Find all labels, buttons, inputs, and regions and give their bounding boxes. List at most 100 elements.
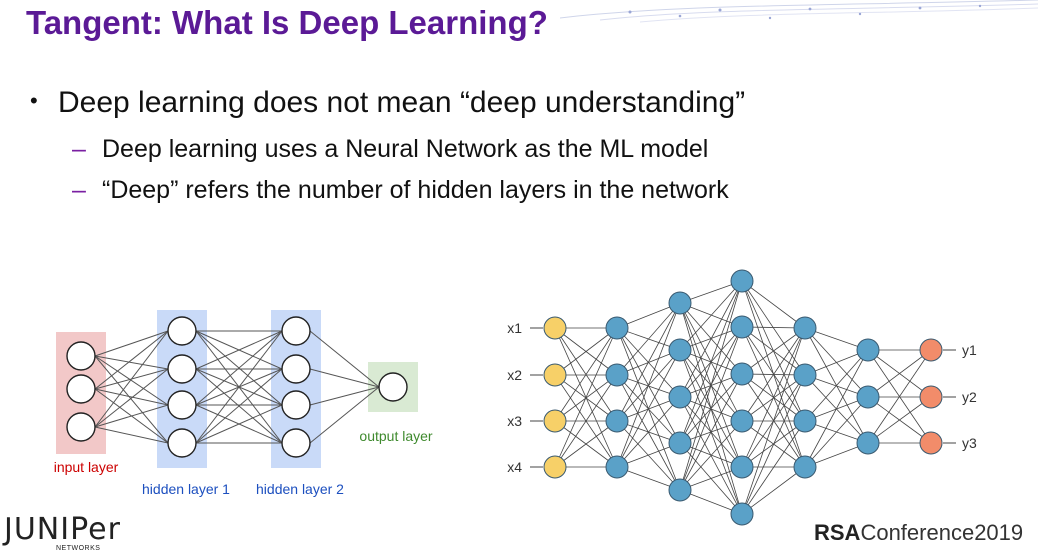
connection-edge	[616, 442, 681, 468]
connection-edge	[94, 388, 169, 444]
connection-edge	[804, 396, 869, 422]
connection-edge	[741, 466, 806, 515]
input-layer-label: input layer	[54, 459, 119, 475]
connection-edge	[867, 349, 932, 444]
input-label: x2	[507, 367, 522, 383]
neuron-node	[856, 431, 880, 455]
neuron-node	[730, 315, 754, 339]
neuron-node	[605, 455, 629, 479]
output-label: y2	[962, 389, 977, 405]
hidden-layer-1-label: hidden layer 1	[142, 481, 230, 497]
neuron-node	[730, 455, 754, 479]
connection-edge	[741, 373, 806, 376]
neuron-node	[668, 291, 692, 315]
connection-edge	[679, 326, 743, 398]
hidden-layer-2-band	[271, 310, 321, 468]
bullet-dot: •	[30, 88, 38, 113]
bullet-main: • Deep learning does not mean “deep under…	[30, 86, 745, 120]
connection-edge	[741, 374, 806, 422]
neuron-node	[793, 316, 817, 340]
connection-edge	[679, 280, 743, 444]
connection-edge	[195, 404, 283, 444]
connection-edge	[867, 349, 932, 398]
neuron-node	[543, 455, 567, 479]
neuron-node	[167, 354, 197, 384]
rsa-logo-rest: Conference2019	[860, 520, 1024, 545]
connection-edge	[195, 330, 283, 406]
neuron-node	[919, 338, 943, 362]
juniper-logo: JUNIPer NETWORKS	[4, 515, 120, 557]
sub-bullet-text: “Deep” refers the number of hidden layer…	[102, 176, 729, 204]
neuron-node	[919, 385, 943, 409]
connection-edge	[616, 374, 681, 398]
output-layer-label: output layer	[359, 428, 432, 444]
connection-edge	[741, 280, 806, 468]
neuron-node	[668, 338, 692, 362]
connection-edge	[741, 327, 806, 375]
neuron-node	[543, 316, 567, 340]
connection-edge	[741, 420, 806, 468]
connection-edge	[679, 466, 743, 491]
neuron-node	[668, 385, 692, 409]
connection-edge	[195, 404, 283, 444]
rsa-conference-logo: RSAConference2019	[814, 520, 1023, 546]
connection-edge	[94, 355, 169, 444]
connection-edge	[741, 326, 806, 376]
connection-edge	[741, 326, 806, 468]
connection-edge	[616, 396, 681, 468]
connection-edge	[554, 374, 618, 468]
connection-edge	[309, 386, 380, 444]
connection-edge	[554, 420, 618, 468]
neuron-node	[730, 362, 754, 386]
connection-edge	[94, 330, 169, 390]
connection-edge	[804, 442, 869, 468]
connection-edge	[554, 374, 618, 422]
connection-edge	[616, 374, 681, 444]
connection-edge	[741, 420, 806, 515]
connection-edge	[741, 280, 806, 422]
connection-edge	[94, 368, 169, 428]
decorative-dots-wave	[560, 0, 1038, 23]
neuron-node	[543, 409, 567, 433]
connection-edge	[741, 326, 806, 422]
connection-edge	[616, 327, 681, 491]
connection-edge	[804, 327, 869, 444]
connection-edge	[804, 349, 869, 376]
connection-edge	[94, 330, 169, 357]
connection-edge	[741, 327, 806, 422]
connection-edge	[554, 374, 618, 468]
connection-edge	[679, 373, 743, 444]
connection-edge	[679, 302, 743, 328]
connection-edge	[309, 368, 380, 388]
connection-edge	[679, 302, 743, 515]
connection-edge	[616, 349, 681, 376]
connection-edge	[616, 420, 681, 444]
neuron-node	[167, 316, 197, 346]
neuron-node	[281, 390, 311, 420]
connection-edge	[679, 280, 743, 304]
connection-edge	[741, 374, 806, 515]
neuron-node	[793, 455, 817, 479]
connection-edge	[195, 330, 283, 370]
connection-edge	[679, 349, 743, 375]
connection-edge	[616, 302, 681, 376]
sub-bullet: –“Deep” refers the number of hidden laye…	[72, 176, 729, 205]
connection-edge	[616, 302, 681, 422]
neuron-node	[605, 363, 629, 387]
neuron-node	[66, 374, 96, 404]
connection-edge	[804, 374, 869, 444]
neuron-node	[543, 363, 567, 387]
connection-edge	[741, 280, 806, 376]
connection-edge	[616, 374, 681, 491]
input-label: x4	[507, 459, 522, 475]
connection-edge	[679, 396, 743, 468]
connection-edge	[195, 368, 283, 444]
bullet-main-text: Deep learning does not mean “deep unders…	[58, 86, 746, 119]
connection-edge	[616, 327, 681, 398]
neuron-node	[167, 428, 197, 458]
connection-edge	[679, 349, 743, 515]
neuron-node	[167, 390, 197, 420]
connection-edge	[679, 442, 743, 468]
connection-edge	[679, 349, 743, 468]
